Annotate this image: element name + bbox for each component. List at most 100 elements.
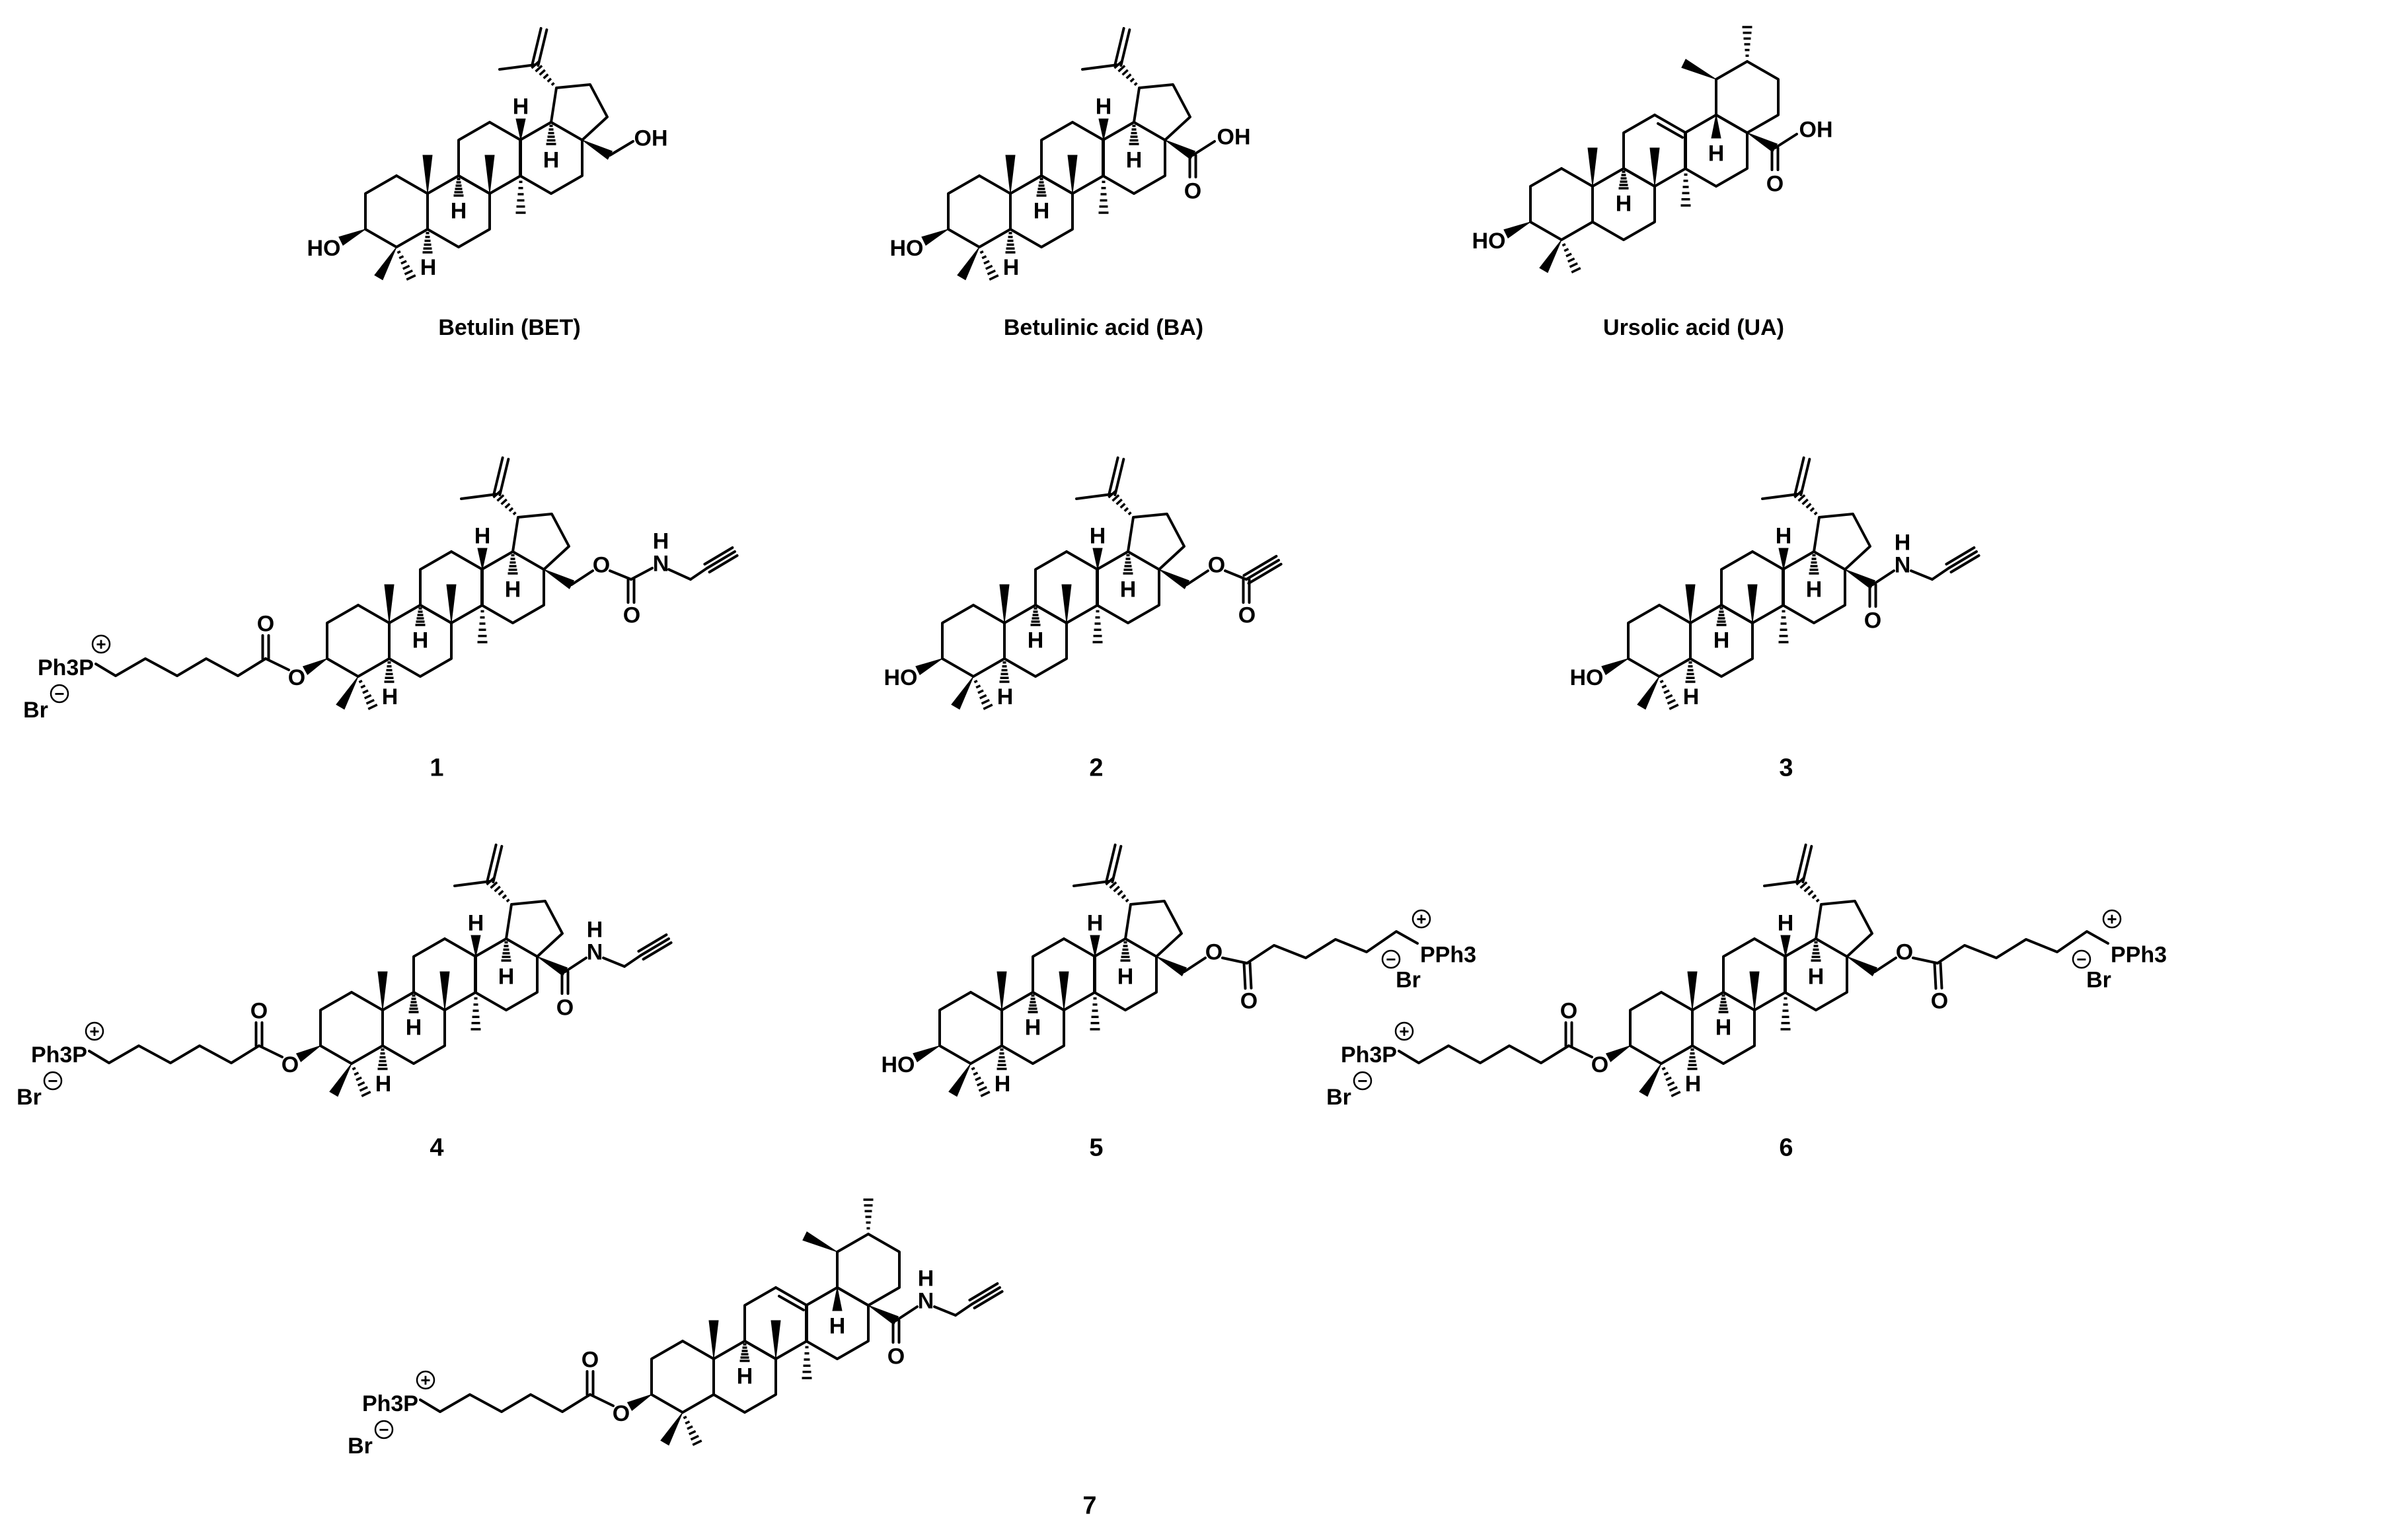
carbonyl-oxygen-label: O (250, 998, 268, 1023)
hash-bond (1716, 607, 1727, 626)
hydrogen-label: H (498, 964, 515, 989)
ester-oxygen-label: O (1205, 939, 1223, 964)
hydrogen-label: H (474, 523, 491, 548)
triple-bond (968, 1282, 999, 1301)
hash-stroke (1669, 1085, 1678, 1092)
hash-stroke (1663, 689, 1670, 694)
hash-stroke (973, 1072, 979, 1076)
triphenylphosphonium-label: Ph3P (31, 1042, 87, 1068)
compound-label-5: 5 (1089, 1134, 1103, 1162)
alkyl-chain (94, 657, 267, 677)
hash-stroke (973, 680, 978, 684)
hash-stroke (981, 255, 987, 260)
carbonyl-oxygen-label: O (1240, 988, 1258, 1013)
hash-stroke (1665, 694, 1673, 700)
double-bond (1933, 962, 1938, 990)
hash-stroke (1121, 69, 1129, 76)
hash-stroke (983, 260, 990, 265)
hydroxyl-label: HO (1570, 665, 1604, 690)
triple-bond (708, 554, 739, 574)
methyl-wedge (802, 1231, 838, 1253)
methyl-wedge (948, 1063, 971, 1097)
hash-stroke (404, 269, 413, 275)
hydrogen-label: H (1034, 198, 1050, 223)
hash-stroke (985, 264, 993, 270)
hash-bond (1120, 941, 1131, 962)
triple-bond (971, 1286, 1001, 1305)
triple-bond (1949, 554, 1980, 574)
negative-charge-icon: − (1381, 949, 1401, 969)
methyl-hash (515, 180, 526, 214)
bond (589, 1393, 615, 1407)
hash-bond (377, 1048, 388, 1070)
charge-circle (2102, 909, 2122, 929)
bond (1221, 957, 1248, 964)
hash-stroke (360, 684, 366, 689)
methyl-wedge (484, 155, 495, 194)
wedge-bond (1090, 935, 1100, 957)
hash-stroke (1809, 507, 1815, 512)
methyl-hash (1680, 173, 1691, 207)
wedge-bond (915, 658, 943, 676)
positive-charge-icon: + (2102, 909, 2122, 929)
carbonyl-oxygen-label: O (1184, 178, 1201, 203)
bond (1183, 957, 1207, 973)
bond (1873, 957, 1897, 973)
methyl-wedge (1587, 147, 1598, 187)
ring-e (550, 83, 609, 141)
wedge-bond (543, 569, 575, 589)
hydrogen-label: H (1025, 1015, 1041, 1040)
methyl-wedge (1639, 1063, 1662, 1097)
hash-stroke (692, 1439, 702, 1446)
methyl-hash (973, 680, 993, 710)
hydrogen-label: H (1806, 577, 1823, 602)
hash-stroke (975, 684, 981, 689)
charge-circle (1411, 909, 1431, 929)
hydrogen-label: H (543, 147, 560, 172)
hash-stroke (1125, 73, 1132, 79)
compound-label-1: 1 (430, 754, 443, 782)
hash-stroke (546, 77, 552, 83)
hash-bond (501, 941, 511, 962)
wedge-bond (477, 548, 488, 570)
isopropenyl-methyl (498, 63, 537, 71)
hydrogen-label: H (1096, 94, 1112, 119)
hash-stroke (1671, 1091, 1681, 1097)
hash-stroke (1117, 890, 1123, 896)
hydrogen-label: H (468, 910, 484, 935)
bond (1910, 569, 1934, 581)
methyl-wedge (1649, 147, 1660, 187)
hash-stroke (1669, 704, 1679, 710)
charge-sign: − (1386, 949, 1396, 969)
charge-sign: − (48, 1071, 57, 1091)
hydrogen-label: H (829, 1313, 846, 1338)
wedge-bond (582, 139, 613, 160)
charge-circle (50, 684, 69, 704)
hash-stroke (1571, 267, 1581, 273)
ester-oxygen-label: O (288, 665, 305, 690)
hash-stroke (354, 1072, 359, 1076)
methyl-wedge (997, 971, 1007, 1011)
hash-stroke (352, 1067, 356, 1071)
hydrogen-label: H (1708, 141, 1725, 166)
hash-bond (384, 661, 395, 683)
methyl-wedge (1067, 155, 1078, 194)
methyl-hash (683, 1416, 702, 1446)
hash-stroke (496, 494, 505, 502)
ring-e (511, 513, 570, 571)
hash-stroke (506, 898, 510, 903)
wedge-bond (1605, 1045, 1631, 1062)
triple-bond (1247, 563, 1283, 585)
methyl-hash (358, 680, 378, 710)
triple-bond (973, 1290, 1004, 1310)
hash-stroke (1125, 898, 1129, 903)
hydrogen-label: H (995, 1072, 1011, 1097)
alkyl-chain (1246, 930, 1419, 964)
methyl-wedge (439, 971, 450, 1011)
methyl-hash (1659, 680, 1679, 710)
hash-bond (1687, 1048, 1698, 1070)
hydrogen-label: H (1808, 964, 1825, 989)
wedge-bond (913, 1045, 940, 1063)
